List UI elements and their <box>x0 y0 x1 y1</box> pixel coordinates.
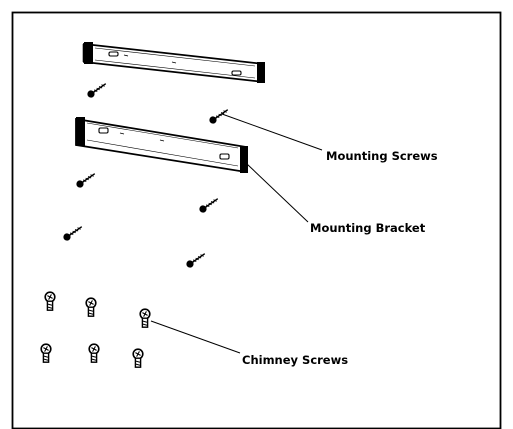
label-chimney-screws: Chimney Screws <box>242 353 348 367</box>
label-mounting-screws: Mounting Screws <box>326 149 438 163</box>
leader-line-mounting-screws <box>221 113 323 151</box>
leader-line-chimney-screws <box>150 320 241 354</box>
label-mounting-bracket: Mounting Bracket <box>310 221 426 235</box>
mounting-bracket-bottom <box>75 117 248 174</box>
mounting-bracket-top <box>82 42 265 84</box>
leader-line-mounting-bracket <box>246 163 309 223</box>
